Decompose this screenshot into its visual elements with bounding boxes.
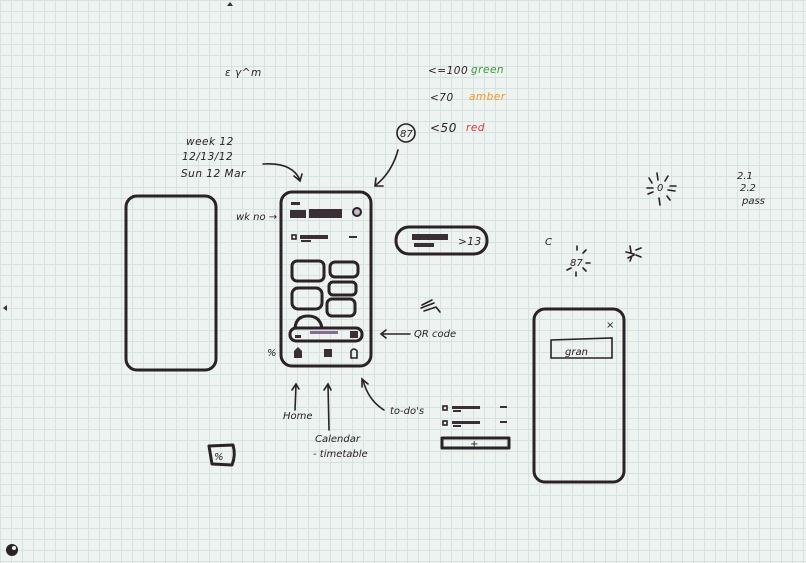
qr-label: QR code	[414, 329, 456, 340]
blank-phone-frame	[124, 194, 218, 372]
threshold-red-label: red	[466, 122, 485, 134]
calendar-icon	[324, 349, 332, 357]
home-icon	[294, 347, 302, 358]
date-format-2: 12/13/12	[182, 151, 233, 163]
todo-list-sketch: +	[440, 405, 511, 450]
main-phone-mockup	[279, 190, 373, 368]
percent-label: %	[267, 348, 277, 359]
refresh-letter: C	[545, 237, 552, 248]
arrow-date	[262, 163, 303, 183]
version-2: 2.2	[740, 183, 756, 194]
small-burst-icon	[625, 245, 642, 262]
modal-input-field[interactable]	[550, 337, 613, 359]
todo-icon	[350, 348, 358, 359]
score-badge-circle	[396, 123, 416, 143]
version-3: pass	[741, 196, 765, 207]
formula-note: ε γ^m	[225, 67, 262, 79]
header-block	[290, 210, 306, 218]
modal-phone-frame	[532, 307, 626, 484]
app-logo-icon[interactable]	[6, 544, 18, 556]
qr-bar	[288, 326, 364, 343]
threshold-green-rule: <=100	[428, 65, 468, 77]
score-badge: 87	[400, 129, 413, 140]
arrow-todos	[361, 377, 385, 411]
scribble-icon	[420, 299, 441, 313]
burst-score: 87	[570, 258, 583, 269]
threshold-green-label: green	[471, 64, 504, 76]
burst-icon	[566, 245, 591, 277]
arrow-qr	[379, 329, 411, 339]
arrow-home	[291, 382, 300, 411]
modal-field-text: gran	[565, 347, 588, 358]
svg-text:0: 0	[657, 183, 663, 194]
pill-value: >13	[458, 236, 482, 248]
date-format-3: Sun 12 Mar	[181, 168, 246, 180]
top-scroll-marker-icon[interactable]	[227, 2, 233, 6]
week-label: wk no →	[236, 212, 277, 223]
svg-text:+: +	[470, 439, 478, 450]
threshold-amber-rule: <70	[430, 92, 454, 104]
todos-label: to-do's	[390, 406, 424, 417]
date-format-1: week 12	[186, 136, 234, 148]
score-pill	[394, 225, 489, 256]
date-block	[309, 209, 342, 218]
home-label: Home	[283, 411, 313, 422]
left-scroll-marker-icon[interactable]	[3, 305, 7, 311]
sun-icon	[646, 172, 677, 206]
timetable-label: - timetable	[313, 449, 368, 460]
calendar-label: Calendar	[315, 434, 361, 445]
arrow-calendar	[323, 382, 332, 431]
threshold-red-rule: <50	[430, 121, 457, 135]
arrow-score	[374, 149, 399, 187]
svg-text:%: %	[214, 452, 224, 463]
add-todo-button	[440, 436, 511, 450]
threshold-amber-label: amber	[469, 91, 506, 103]
close-icon[interactable]: ×	[606, 320, 614, 331]
version-1: 2.1	[737, 171, 753, 182]
percent-box	[207, 443, 236, 467]
avatar	[352, 207, 362, 217]
